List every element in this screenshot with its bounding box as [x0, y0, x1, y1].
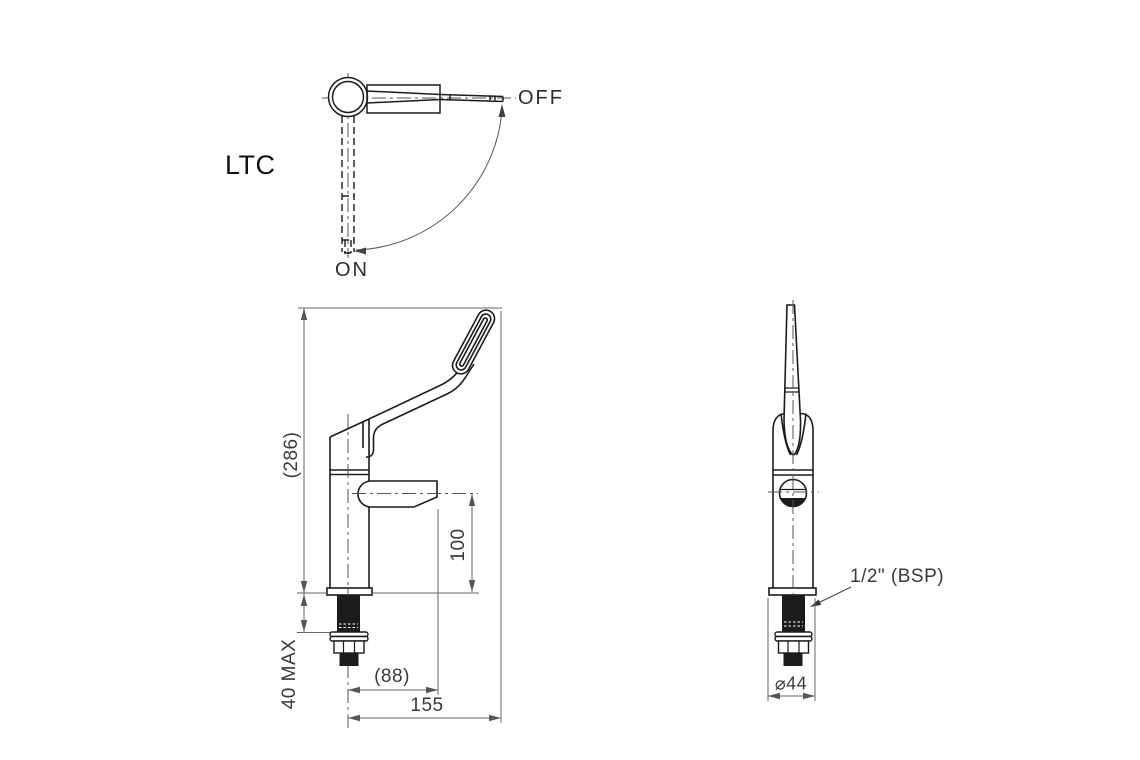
side-dimension-arrows [300, 308, 501, 722]
swing-arc [355, 109, 503, 251]
backnut-facets-front [787, 641, 800, 653]
bonnet-inner-circle [331, 80, 365, 114]
washer-front [774, 631, 813, 642]
body-joint-lines [330, 469, 369, 476]
front-body-right [800, 412, 814, 588]
lever-upper-edge [368, 357, 467, 420]
v-notch-right [795, 413, 807, 456]
base-flange-side [326, 587, 373, 596]
off-label: OFF [518, 87, 564, 109]
dim-overall-reach: 155 [410, 695, 444, 716]
backnut-facets-side [342, 641, 356, 653]
arc-arrow-off [498, 104, 506, 117]
tail-stub-side [339, 653, 359, 666]
on-label: ON [335, 259, 369, 281]
backnut-side [333, 640, 365, 654]
side-dimension-lines [297, 307, 502, 723]
threaded-tail-front [782, 595, 805, 632]
front-view [767, 300, 852, 701]
dim-base-diameter: ⌀44 [774, 673, 808, 694]
tail-stub-front [783, 653, 803, 666]
front-dimension-arrows [768, 692, 815, 700]
dim-spout-height: 100 [448, 528, 469, 562]
lever-on-position [341, 116, 355, 254]
body-fill [330, 419, 369, 588]
dim-overall-height: (286) [281, 431, 302, 479]
top-view [322, 73, 516, 258]
dim-deck-max: 40 MAX [279, 638, 300, 710]
lever-blade-front [783, 304, 802, 456]
bonnet-outer-circle [327, 76, 369, 118]
side-view [297, 307, 502, 731]
thread-texture-side [339, 623, 358, 628]
thread-leader-line [813, 586, 852, 606]
lever-off-position [366, 84, 504, 114]
thread-texture-front [784, 621, 803, 627]
backnut-front [777, 640, 810, 654]
model-label: LTC [225, 150, 276, 180]
dim-spout-reach: (88) [374, 666, 410, 687]
washer-side [329, 631, 369, 642]
thread-size-label: 1/2" (BSP) [850, 566, 945, 587]
threaded-tail-side [337, 595, 360, 632]
thread-leader-arrow [810, 599, 822, 607]
lever-lower-edge [365, 363, 475, 458]
blade-joint-lines [784, 387, 800, 393]
arc-arrow-on [354, 247, 366, 255]
lever-grip-pad [451, 309, 496, 375]
